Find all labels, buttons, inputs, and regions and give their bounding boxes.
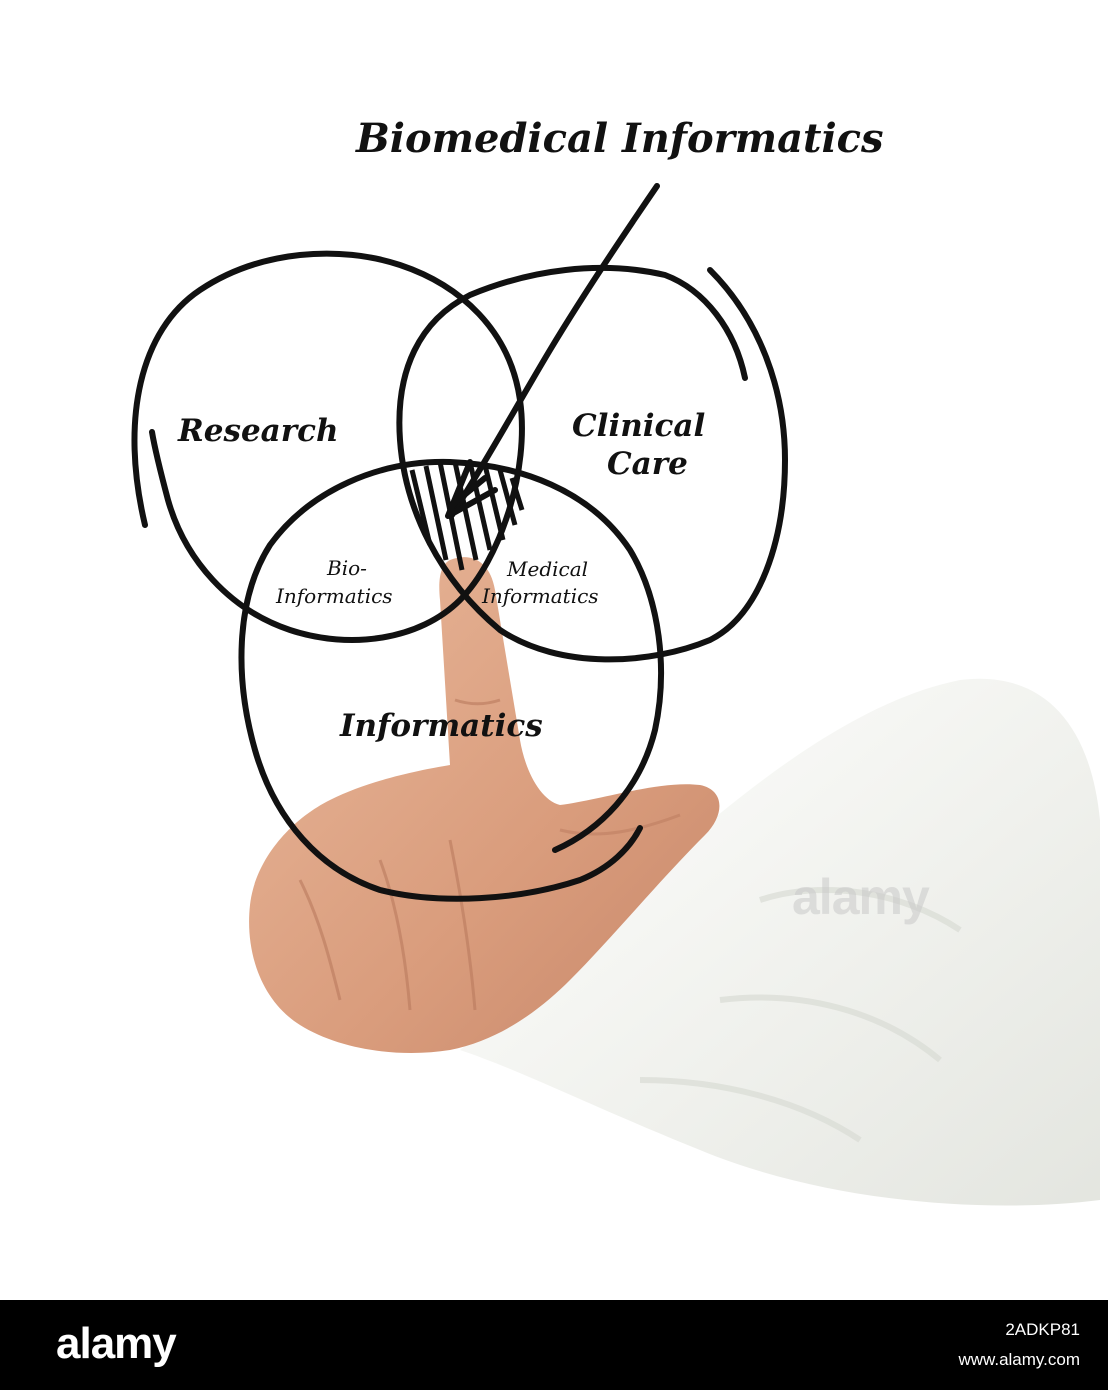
label-clinical: Clinical: [572, 408, 705, 444]
knuckle-lines: [298, 698, 501, 1011]
label-medical: Medical: [506, 557, 588, 581]
thumb-crease: [559, 813, 681, 836]
watermark: alamy: [792, 869, 930, 925]
clinical-care-circle: [396, 264, 789, 663]
informatics-circle: [238, 458, 664, 902]
pointer-arrow: [445, 183, 660, 519]
label-research: Research: [177, 413, 339, 449]
sleeve-fold: [639, 887, 962, 1143]
label-medical-informatics: Informatics: [481, 584, 599, 608]
label-bio: Bio-: [326, 556, 367, 580]
footer-url[interactable]: www.alamy.com: [958, 1350, 1080, 1369]
photo-area: Biomedical Informatics Research Clinical…: [131, 115, 1100, 1206]
footer-bar: alamy 2ADKP81 www.alamy.com: [0, 1300, 1108, 1390]
hand: [249, 557, 720, 1053]
image-id: 2ADKP81: [1005, 1320, 1080, 1339]
label-care: Care: [607, 446, 688, 482]
footer-logo: alamy: [56, 1319, 177, 1368]
research-circle: [131, 250, 525, 643]
diagram-title: Biomedical Informatics: [355, 115, 884, 162]
sleeve: [460, 678, 1100, 1206]
label-informatics: Informatics: [339, 708, 543, 744]
diagram-canvas: Biomedical Informatics Research Clinical…: [131, 115, 1100, 1206]
label-bioinformatics: Informatics: [275, 584, 393, 608]
